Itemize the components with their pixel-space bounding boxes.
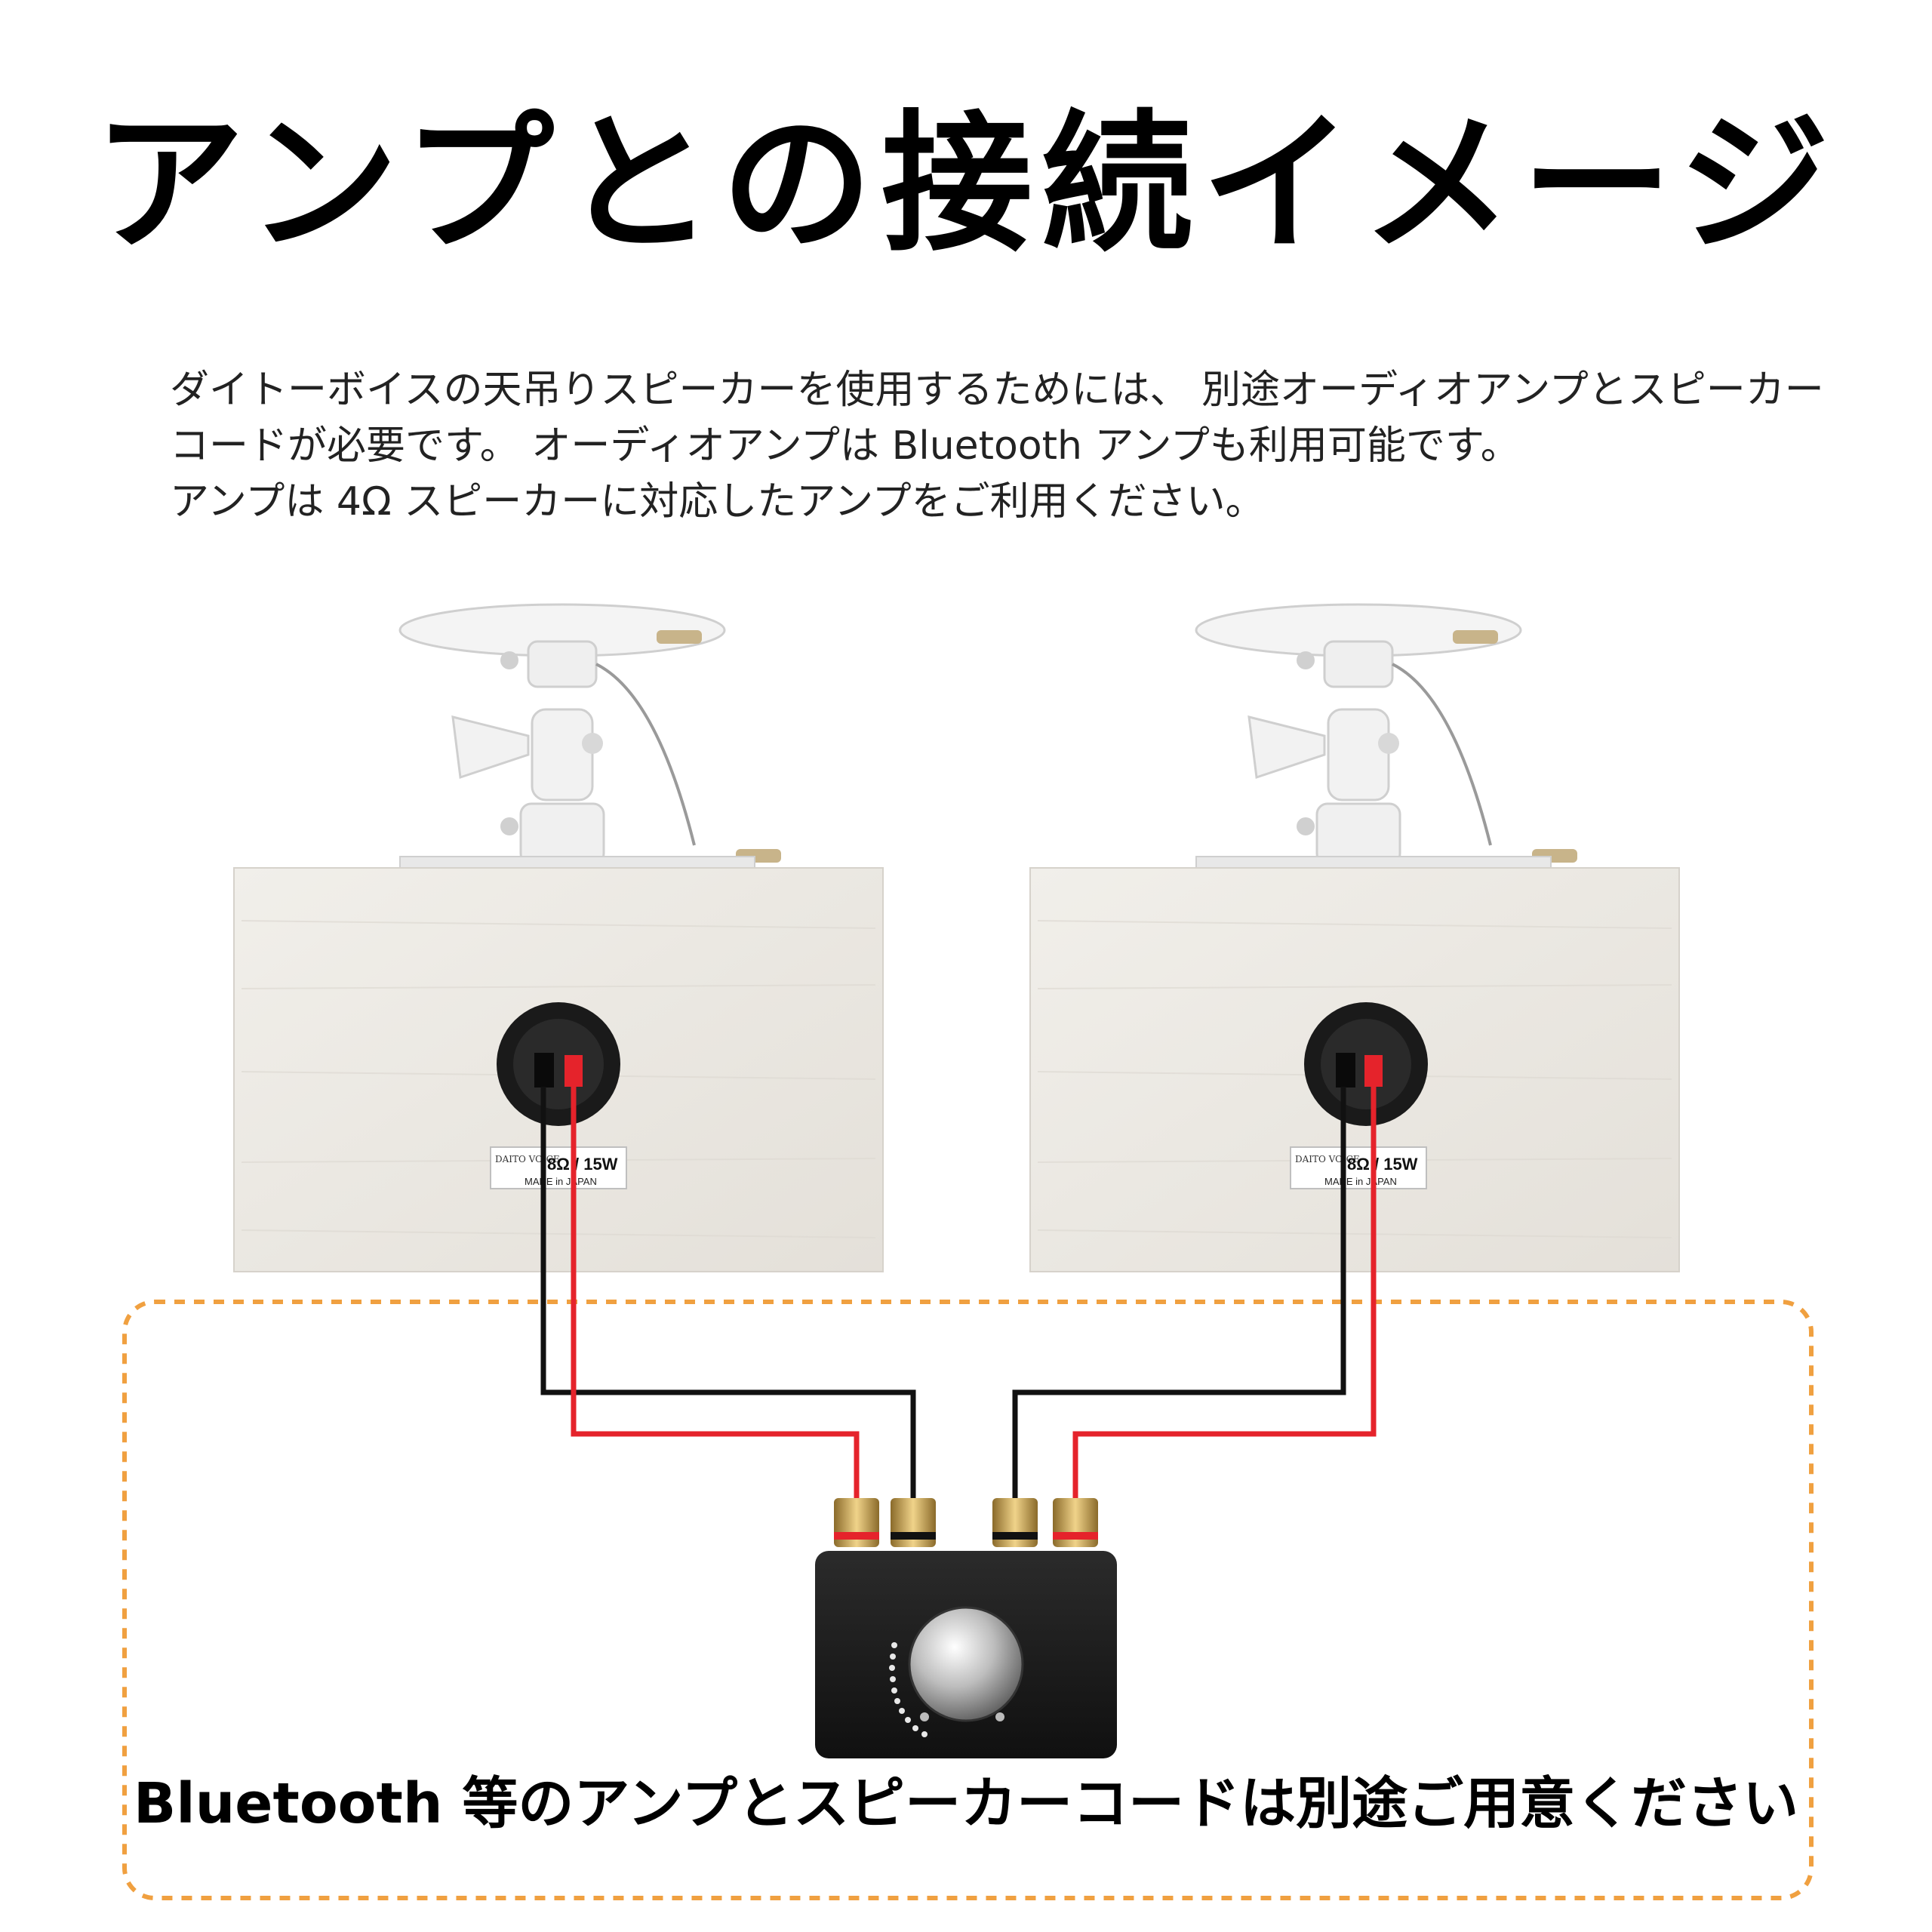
speaker-wires [540, 1087, 1377, 1498]
footer-note: Bluetooth 等のアンプとスピーカーコードは別途ご用意ください [133, 1771, 1799, 1836]
speaker-spec-left: 8Ω / 15W [547, 1155, 618, 1174]
page-title: アンプとの接続イメージ [93, 97, 1838, 272]
volume-led-dots [889, 1642, 928, 1737]
speaker-terminal-icon [497, 1002, 620, 1126]
amplifier-icon [815, 1498, 1117, 1758]
wire-right-black [1012, 1087, 1346, 1498]
speaker-terminal-icon [1304, 1002, 1428, 1126]
speaker-origin-left: MADE in JAPAN [525, 1176, 597, 1187]
wire-left-black [540, 1087, 916, 1498]
speaker-spec-right: 8Ω / 15W [1347, 1155, 1418, 1174]
dashed-border [122, 1300, 1814, 1900]
ceiling-mount-bracket-icon [1195, 603, 1577, 871]
description-line-1: ダイトーボイスの天吊りスピーカーを使用するためには、 別途オーディオアンプとスピ… [170, 368, 1824, 413]
amp-terminals [834, 1498, 1098, 1547]
description-line-3: アンプは 4Ω スピーカーに対応したアンプをご利用ください。 [170, 479, 1265, 525]
wire-left-red [571, 1087, 860, 1498]
speaker-origin-right: MADE in JAPAN [1324, 1176, 1397, 1187]
volume-knob-icon [908, 1606, 1024, 1722]
right-speaker: DAITO VOICE 8Ω / 15W MADE in JAPAN [1029, 603, 1680, 1272]
description: ダイトーボイスの天吊りスピーカーを使用するためには、 別途オーディオアンプとスピ… [170, 362, 1830, 530]
left-speaker: DAITO VOICE 8Ω / 15W MADE in JAPAN [233, 603, 884, 1272]
wire-right-red [1072, 1087, 1377, 1498]
description-line-2: コードが必要です。 オーディオアンプは Bluetooth アンプも利用可能です… [170, 423, 1520, 469]
ceiling-mount-bracket-icon [398, 603, 781, 871]
